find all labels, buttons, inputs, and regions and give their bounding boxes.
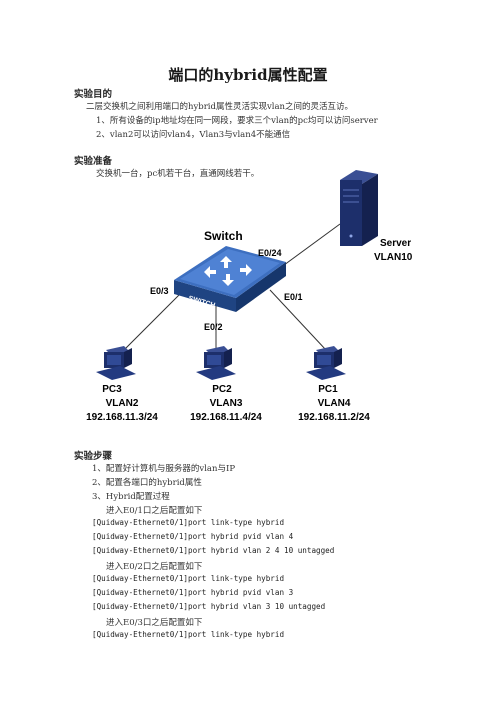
pc3-vlan: VLAN2: [106, 398, 139, 409]
pc2-name: PC2: [212, 384, 232, 395]
switch-icon: SWITCH: [174, 246, 286, 312]
config-line: [Quidway-Ethernet0/1]port link-type hybr…: [92, 630, 285, 639]
server-name: Server: [380, 238, 411, 249]
step-sub-text: 进入E0/3口之后配置如下: [106, 618, 203, 628]
step-item-1: 1、配置好计算机与服务器的vlan与IP: [92, 464, 236, 474]
pc3-ip: 192.168.11.3/24: [86, 412, 158, 423]
port-label-e0-24: E0/24: [258, 248, 282, 258]
server-vlan: VLAN10: [374, 252, 413, 263]
links: [123, 223, 341, 351]
purpose-item-1: 1、所有设备的ip地址均在同一网段，要求三个vlan的pc均可以访问server: [96, 116, 378, 126]
port-label-e0-3: E0/3: [150, 286, 169, 296]
port-label-e0-2: E0/2: [204, 322, 223, 332]
pc1-name: PC1: [318, 384, 338, 395]
network-diagram: SWITCH Switch E0/24 E0/3 E0/2 E0/1 Serve…: [86, 170, 413, 423]
link-pc3: [123, 291, 183, 351]
pc2-ip: 192.168.11.4/24: [190, 412, 262, 423]
step-item-3: 3、Hybrid配置过程: [92, 492, 170, 502]
pc2-vlan: VLAN3: [210, 398, 243, 409]
page-title: 端口的hybrid属性配置: [168, 66, 328, 84]
purpose-item-2: 2、vlan2可以访问vlan4，Vlan3与vlan4不能通信: [96, 130, 291, 140]
server-icon: [340, 170, 378, 246]
pc2-icon: [196, 346, 236, 380]
pc3-icon: [96, 346, 136, 380]
step-sub-text: 进入E0/1口之后配置如下: [106, 506, 203, 516]
config-line: [Quidway-Ethernet0/1]port link-type hybr…: [92, 518, 285, 527]
config-line: [Quidway-Ethernet0/1]port hybrid vlan 3 …: [92, 602, 326, 611]
config-line: [Quidway-Ethernet0/1]port hybrid vlan 2 …: [92, 546, 335, 555]
pc3-name: PC3: [102, 384, 122, 395]
config-line: [Quidway-Ethernet0/1]port hybrid pvid vl…: [92, 532, 294, 541]
pc1-icon: [306, 346, 346, 380]
link-server: [279, 223, 341, 269]
section-heading-steps: 实验步骤: [74, 451, 113, 462]
config-line: [Quidway-Ethernet0/1]port hybrid pvid vl…: [92, 588, 294, 597]
config-line: [Quidway-Ethernet0/1]port link-type hybr…: [92, 574, 285, 583]
step-item-2: 2、配置各端口的hybrid属性: [92, 478, 202, 488]
link-pc1: [269, 289, 327, 351]
section-heading-purpose: 实验目的: [74, 89, 113, 100]
prep-text: 交换机一台，pc机若干台，直通网线若干。: [96, 169, 260, 179]
port-label-e0-1: E0/1: [284, 292, 303, 302]
pc1-ip: 192.168.11.2/24: [298, 412, 370, 423]
pc1-vlan: VLAN4: [318, 398, 351, 409]
step-sub-text: 进入E0/2口之后配置如下: [106, 562, 203, 572]
purpose-intro: 二层交换机之间利用端口的hybrid属性灵活实现vlan之间的灵活互访。: [86, 102, 354, 112]
switch-label: Switch: [204, 229, 243, 243]
section-heading-prep: 实验准备: [74, 156, 113, 167]
